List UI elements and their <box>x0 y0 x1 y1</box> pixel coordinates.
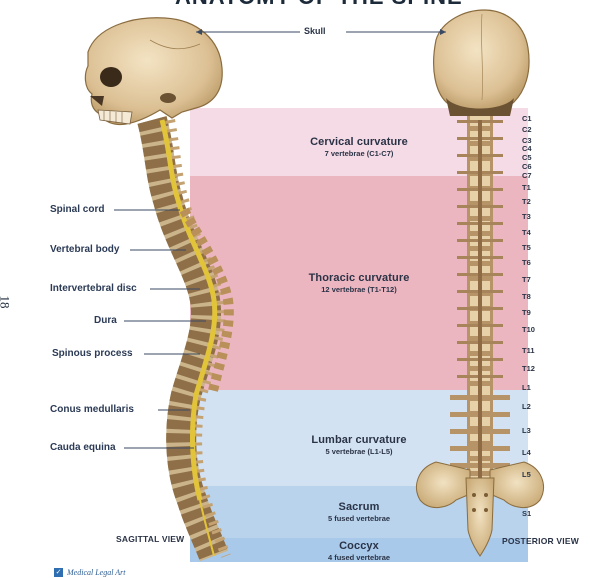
vertebra-label-t8: T8 <box>522 292 531 301</box>
vertebra-label-l4: L4 <box>522 448 531 457</box>
vertebra-label-c1: C1 <box>522 114 532 123</box>
cervical-label: Cervical curvature 7 vertebrae (C1-C7) <box>190 136 528 158</box>
vertebra-label-l3: L3 <box>522 426 531 435</box>
thoracic-label: Thoracic curvature 12 vertebrae (T1-T12) <box>190 272 528 294</box>
vertebra-label-l1: L1 <box>522 383 531 392</box>
skull-label: Skull <box>304 26 326 36</box>
vertebra-label-t6: T6 <box>522 258 531 267</box>
vertebra-label-c7: C7 <box>522 171 532 180</box>
thoracic-title: Thoracic curvature <box>190 272 528 284</box>
spinal-cord-label: Spinal cord <box>50 204 104 215</box>
vertebra-label-t5: T5 <box>522 243 531 252</box>
cervical-subtitle: 7 vertebrae (C1-C7) <box>190 149 528 158</box>
vertebral-body-label: Vertebral body <box>50 244 119 255</box>
vertebra-label-l2: L2 <box>522 402 531 411</box>
vertebra-label-t9: T9 <box>522 308 531 317</box>
vertebra-label-s1: S1 <box>522 509 531 518</box>
vertebra-label-l5: L5 <box>522 470 531 479</box>
vertebra-label-t1: T1 <box>522 183 531 192</box>
sacrum-title: Sacrum <box>190 501 528 513</box>
vertebra-label-t7: T7 <box>522 275 531 284</box>
vertebra-label-t2: T2 <box>522 197 531 206</box>
skull-posterior-view <box>434 10 529 116</box>
vertebra-label-t4: T4 <box>522 228 531 237</box>
intervertebral-disc-label: Intervertebral disc <box>50 283 137 294</box>
coccyx-label: Coccyx 4 fused vertebrae <box>190 540 528 562</box>
vertebra-label-c4: C4 <box>522 144 532 153</box>
sagittal-view-caption: SAGITTAL VIEW <box>116 534 184 544</box>
lumbar-title: Lumbar curvature <box>190 434 528 446</box>
conus-medullaris-label: Conus medullaris <box>50 404 134 415</box>
page-header: ANATOMY OF THE SPINE <box>175 0 463 10</box>
lumbar-subtitle: 5 vertebrae (L1-L5) <box>190 447 528 456</box>
brand-check-icon: ✓ <box>54 568 63 577</box>
cauda-equina-label: Cauda equina <box>50 442 116 453</box>
brand-name: Medical Legal Art <box>67 568 126 577</box>
vertebra-label-c6: C6 <box>522 162 532 171</box>
sacrum-label: Sacrum 5 fused vertebrae <box>190 501 528 523</box>
sacrum-subtitle: 5 fused vertebrae <box>190 514 528 523</box>
vertebra-label-t11: T11 <box>522 346 535 355</box>
vertebra-label-t3: T3 <box>522 212 531 221</box>
vertebra-label-t10: T10 <box>522 325 535 334</box>
lumbar-label: Lumbar curvature 5 vertebrae (L1-L5) <box>190 434 528 456</box>
spinous-process-label: Spinous process <box>52 348 133 359</box>
cervical-title: Cervical curvature <box>190 136 528 148</box>
posterior-view-caption: POSTERIOR VIEW <box>502 536 579 546</box>
vertebra-label-c2: C2 <box>522 125 532 134</box>
coccyx-subtitle: 4 fused vertebrae <box>190 553 528 562</box>
dura-label: Dura <box>94 315 117 326</box>
brand-logo: ✓ Medical Legal Art <box>54 568 126 577</box>
sagittal-spine <box>152 120 229 556</box>
page-number: 18 <box>0 296 13 309</box>
vertebra-label-t12: T12 <box>522 364 535 373</box>
vertebra-label-c5: C5 <box>522 153 532 162</box>
thoracic-subtitle: 12 vertebrae (T1-T12) <box>190 285 528 294</box>
coccyx-title: Coccyx <box>190 540 528 552</box>
